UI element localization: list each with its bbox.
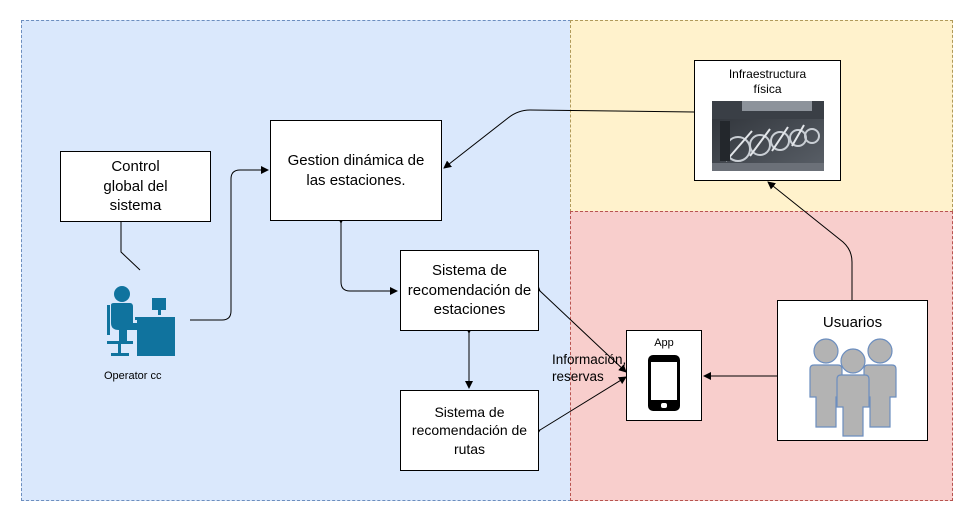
smartphone-icon	[647, 354, 681, 412]
control-box: Control global del sistema	[60, 151, 211, 222]
edge-control-operator	[120, 221, 141, 271]
info-reservas-label: Información, reservas	[552, 352, 627, 384]
gestion-box: Gestion dinámica de las estaciones.	[270, 120, 442, 221]
infra-label: Infraestructura física	[728, 67, 807, 96]
edge-infra-gestion	[443, 109, 695, 169]
rec-estaciones-box: Sistema de recomendación de estaciones	[400, 250, 539, 331]
operator-label: Operator cc	[104, 370, 162, 382]
bike-station-photo	[711, 101, 824, 171]
infra-box: Infraestructura física	[694, 60, 841, 181]
edge-recest-app	[532, 283, 627, 373]
rec-rutas-box: Sistema de recomendación de rutas	[400, 390, 539, 471]
users-group-icon	[806, 335, 900, 437]
edge-operator-gestion	[190, 166, 269, 321]
rec-estaciones-label: Sistema de recomendación de estaciones	[407, 262, 532, 319]
operator-at-computer-icon	[105, 283, 177, 357]
rec-rutas-label: Sistema de recomendación de rutas	[411, 404, 528, 457]
edge-gestion-recest	[337, 216, 398, 295]
edge-usuarios-infra	[767, 181, 853, 300]
app-label: App	[654, 337, 674, 349]
edge-recrutas-app	[531, 376, 627, 438]
usuarios-label: Usuarios	[822, 314, 883, 331]
gestion-label: Gestion dinámica de las estaciones.	[287, 152, 425, 189]
control-label: Control global del sistema	[103, 158, 168, 215]
app-box: App	[626, 330, 702, 421]
usuarios-box: Usuarios	[777, 300, 928, 441]
